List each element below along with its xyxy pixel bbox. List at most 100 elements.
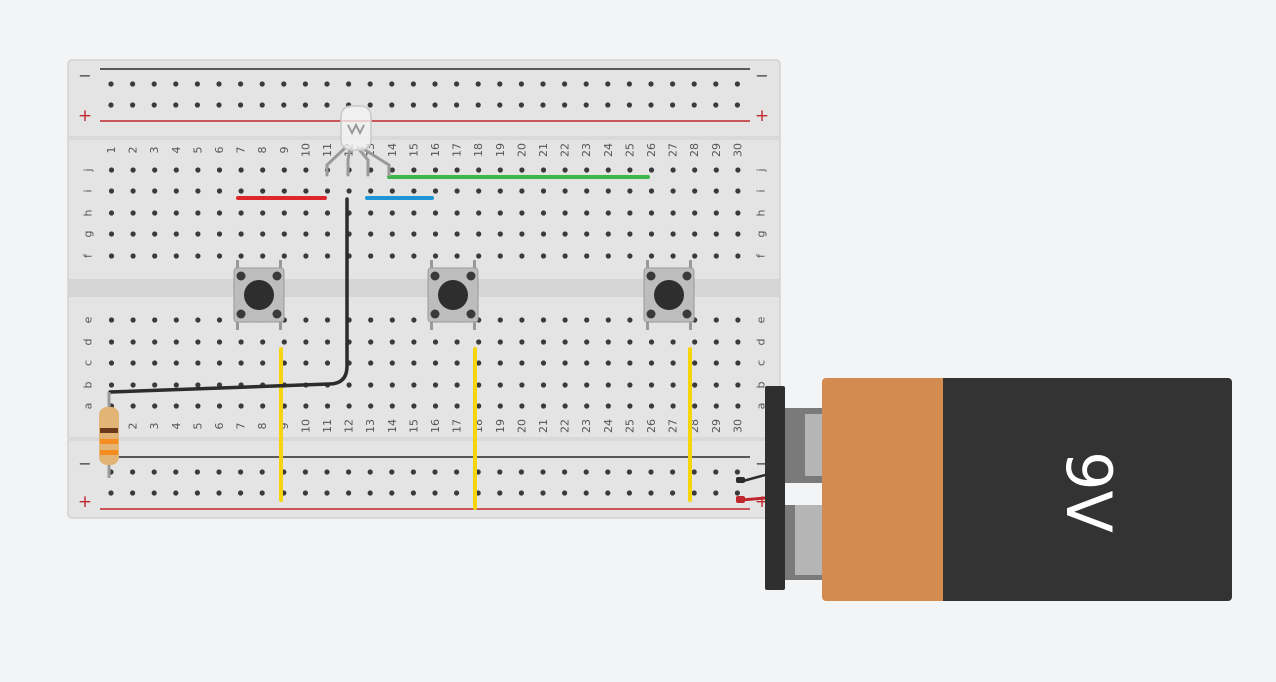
rail-hole[interactable]	[173, 490, 179, 496]
rail-hole[interactable]	[497, 469, 503, 475]
terminal-hole[interactable]	[281, 231, 287, 237]
rail-hole[interactable]	[302, 102, 308, 108]
terminal-hole[interactable]	[454, 231, 460, 237]
terminal-hole[interactable]	[540, 403, 547, 409]
rail-hole[interactable]	[238, 81, 244, 87]
terminal-hole[interactable]	[648, 360, 655, 366]
terminal-hole[interactable]	[476, 188, 482, 194]
rail-hole[interactable]	[734, 102, 741, 108]
rail-hole[interactable]	[367, 490, 373, 496]
terminal-hole[interactable]	[584, 317, 590, 323]
terminal-hole[interactable]	[195, 231, 201, 237]
terminal-hole[interactable]	[152, 360, 158, 366]
terminal-hole[interactable]	[389, 188, 395, 194]
terminal-hole[interactable]	[389, 231, 395, 237]
rail-hole[interactable]	[194, 469, 200, 475]
terminal-hole[interactable]	[108, 382, 115, 388]
terminal-hole[interactable]	[389, 339, 395, 345]
terminal-hole[interactable]	[584, 210, 590, 216]
breadboard[interactable]: − − + + − − + + 112233445566778899101011…	[67, 59, 781, 519]
terminal-hole[interactable]	[195, 317, 201, 323]
terminal-hole[interactable]	[540, 317, 547, 323]
terminal-hole[interactable]	[713, 339, 719, 345]
rail-hole[interactable]	[216, 469, 222, 475]
terminal-hole[interactable]	[108, 253, 115, 259]
rail-hole[interactable]	[648, 469, 654, 475]
terminal-hole[interactable]	[389, 317, 395, 323]
rail-hole[interactable]	[130, 102, 136, 108]
terminal-hole[interactable]	[216, 167, 223, 173]
rail-hole[interactable]	[367, 469, 373, 475]
terminal-hole[interactable]	[540, 382, 547, 388]
terminal-hole[interactable]	[411, 188, 417, 194]
rail-hole[interactable]	[670, 469, 676, 475]
terminal-hole[interactable]	[216, 360, 223, 366]
terminal-hole[interactable]	[216, 317, 223, 323]
terminal-hole[interactable]	[476, 210, 482, 216]
terminal-hole[interactable]	[713, 360, 719, 366]
terminal-hole[interactable]	[497, 360, 503, 366]
terminal-hole[interactable]	[519, 167, 525, 173]
rail-hole[interactable]	[713, 490, 719, 496]
terminal-hole[interactable]	[540, 339, 547, 345]
terminal-hole[interactable]	[368, 403, 374, 409]
terminal-hole[interactable]	[519, 403, 525, 409]
terminal-hole[interactable]	[432, 339, 439, 345]
rail-hole[interactable]	[108, 102, 114, 108]
rail-hole[interactable]	[389, 102, 395, 108]
terminal-hole[interactable]	[432, 360, 439, 366]
yellow-wires[interactable]	[279, 347, 692, 510]
terminal-hole[interactable]	[519, 382, 525, 388]
rail-hole[interactable]	[540, 469, 546, 475]
rail-hole[interactable]	[583, 81, 589, 87]
terminal-hole[interactable]	[389, 167, 395, 173]
rail-hole[interactable]	[367, 102, 373, 108]
rail-hole[interactable]	[346, 490, 352, 496]
terminal-hole[interactable]	[130, 382, 136, 388]
rail-hole[interactable]	[583, 469, 589, 475]
terminal-hole[interactable]	[303, 339, 309, 345]
terminal-hole[interactable]	[173, 231, 179, 237]
terminal-hole[interactable]	[152, 403, 158, 409]
rail-hole[interactable]	[432, 81, 438, 87]
rail-hole[interactable]	[194, 81, 200, 87]
terminal-hole[interactable]	[692, 360, 698, 366]
terminal-hole[interactable]	[627, 253, 633, 259]
terminal-hole[interactable]	[605, 317, 611, 323]
terminal-hole[interactable]	[584, 382, 590, 388]
rail-hole[interactable]	[346, 81, 352, 87]
rail-hole[interactable]	[475, 81, 481, 87]
terminal-hole[interactable]	[735, 167, 741, 173]
terminal-hole[interactable]	[670, 167, 676, 173]
terminal-hole[interactable]	[562, 317, 568, 323]
terminal-hole[interactable]	[411, 231, 417, 237]
terminal-hole[interactable]	[497, 231, 503, 237]
rail-hole[interactable]	[324, 490, 330, 496]
rail-hole[interactable]	[713, 469, 719, 475]
terminal-hole[interactable]	[670, 253, 676, 259]
terminal-hole[interactable]	[605, 210, 611, 216]
terminal-hole[interactable]	[648, 167, 655, 173]
terminal-hole[interactable]	[130, 167, 136, 173]
terminal-hole[interactable]	[735, 317, 741, 323]
terminal-hole[interactable]	[389, 360, 395, 366]
terminal-hole[interactable]	[303, 253, 309, 259]
rail-hole[interactable]	[432, 102, 438, 108]
rail-hole[interactable]	[151, 469, 157, 475]
rail-hole[interactable]	[173, 469, 179, 475]
terminal-hole[interactable]	[584, 188, 590, 194]
rail-hole[interactable]	[713, 81, 719, 87]
terminal-hole[interactable]	[692, 188, 698, 194]
terminal-hole[interactable]	[238, 403, 244, 409]
terminal-hole[interactable]	[152, 167, 158, 173]
rail-hole[interactable]	[648, 102, 654, 108]
terminal-hole[interactable]	[108, 339, 115, 345]
terminal-hole[interactable]	[670, 231, 676, 237]
terminal-hole[interactable]	[692, 339, 698, 345]
terminal-hole[interactable]	[497, 167, 503, 173]
terminal-hole[interactable]	[195, 382, 201, 388]
rail-hole[interactable]	[108, 490, 114, 496]
terminal-hole[interactable]	[540, 231, 547, 237]
terminal-hole[interactable]	[670, 188, 676, 194]
rail-hole[interactable]	[108, 81, 114, 87]
